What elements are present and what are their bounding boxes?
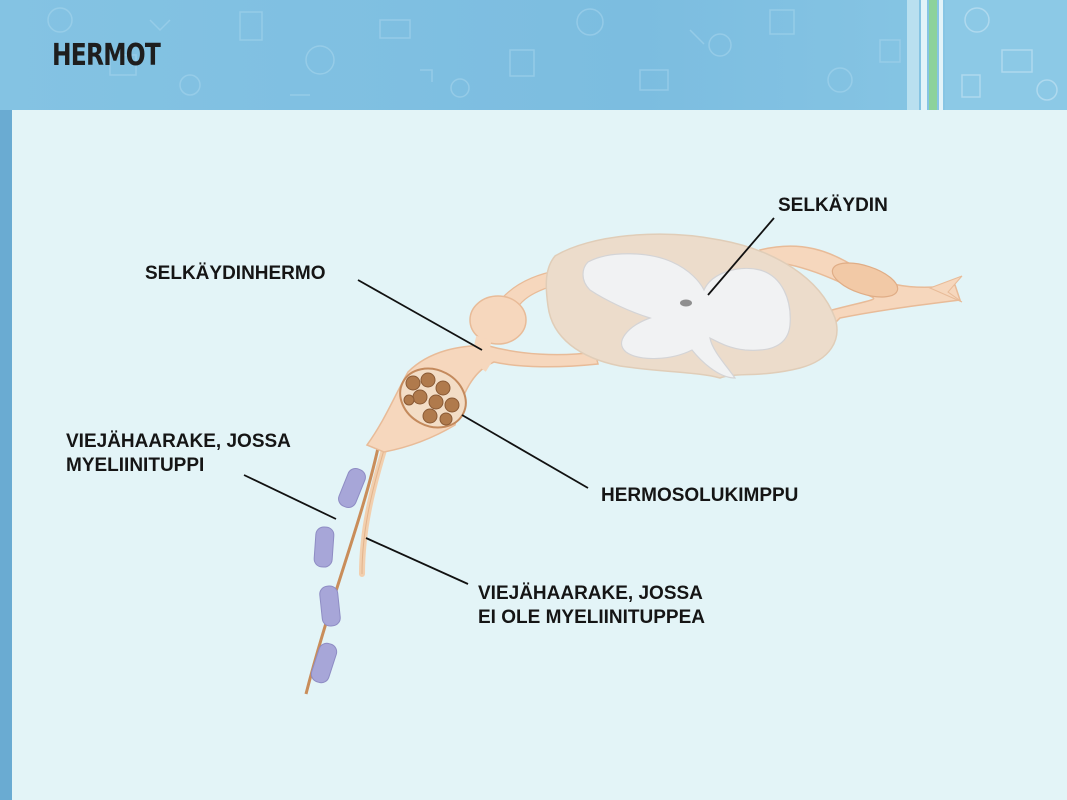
header-banner [0, 0, 1067, 110]
label-myelinated-axon: VIEJÄHAARAKE, JOSSA MYELIINITUPPI [66, 430, 291, 478]
label-myelinated-axon-line-1: VIEJÄHAARAKE, JOSSA [66, 431, 291, 452]
spinal-cord-cross-section [545, 233, 838, 379]
header-pattern [47, 7, 901, 98]
label-myelinated-axon-line-2: MYELIINITUPPI [66, 455, 205, 476]
label-unmyelinated-axon-line-2: EI OLE MYELIINITUPPEA [478, 607, 705, 628]
left-accent-stripe [0, 0, 12, 800]
leader-lines [243, 217, 775, 585]
label-spinal-nerve: SELKÄYDINHERMO [145, 263, 326, 284]
myelin-sheath-segments [310, 467, 366, 684]
label-unmyelinated-axon: VIEJÄHAARAKE, JOSSA EI OLE MYELIINITUPPE… [478, 582, 705, 630]
label-spinal-cord: SELKÄYDIN [778, 195, 888, 216]
label-unmyelinated-axon-line-1: VIEJÄHAARAKE, JOSSA [478, 583, 703, 604]
header-strips [907, 0, 1067, 110]
nerve-bundle-cross-section [399, 367, 467, 429]
right-spinal-nerve [758, 245, 963, 328]
page-title: HERMOT [52, 38, 161, 73]
label-nerve-bundle: HERMOSOLUKIMPPU [601, 485, 799, 506]
